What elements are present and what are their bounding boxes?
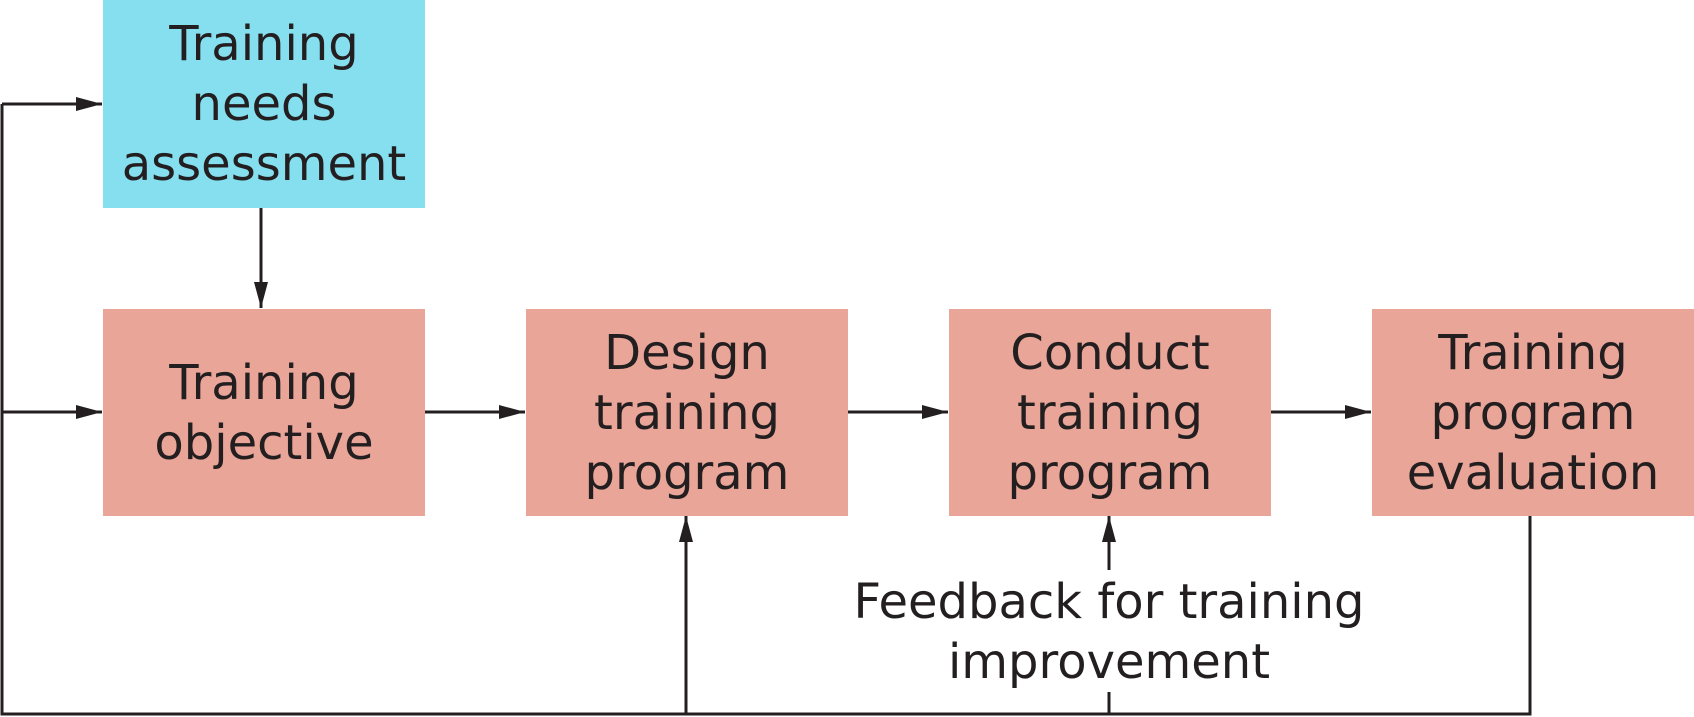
needs-assessment-line-3: assessment: [121, 136, 407, 192]
conduct-line-2: training: [1017, 384, 1203, 441]
needs-assessment-line-2: needs: [191, 76, 337, 132]
objective-line-2: objective: [154, 414, 374, 471]
conduct-line-1: Conduct: [1010, 324, 1210, 381]
design-line-2: training: [594, 384, 780, 441]
design-training-program-box: Design training program: [526, 309, 848, 516]
training-objective-box: Training objective: [103, 309, 425, 516]
design-line-1: Design: [604, 324, 770, 381]
conduct-line-3: program: [1007, 444, 1213, 501]
feedback-label: Feedback for training improvement: [849, 572, 1369, 692]
training-needs-assessment-box: Training needs assessment: [103, 0, 425, 208]
conduct-training-program-box: Conduct training program: [949, 309, 1271, 516]
needs-assessment-line-1: Training: [169, 16, 359, 72]
design-line-3: program: [584, 444, 790, 501]
objective-line-1: Training: [169, 354, 359, 411]
evaluation-line-2: program: [1430, 384, 1636, 441]
feedback-label-line-1: Feedback for training: [853, 574, 1365, 630]
evaluation-line-3: evaluation: [1406, 444, 1660, 501]
feedback-loop-line: [0, 104, 1532, 716]
training-program-evaluation-box: Training program evaluation: [1372, 309, 1694, 516]
evaluation-line-1: Training: [1438, 324, 1628, 381]
feedback-label-line-2: improvement: [947, 634, 1271, 690]
